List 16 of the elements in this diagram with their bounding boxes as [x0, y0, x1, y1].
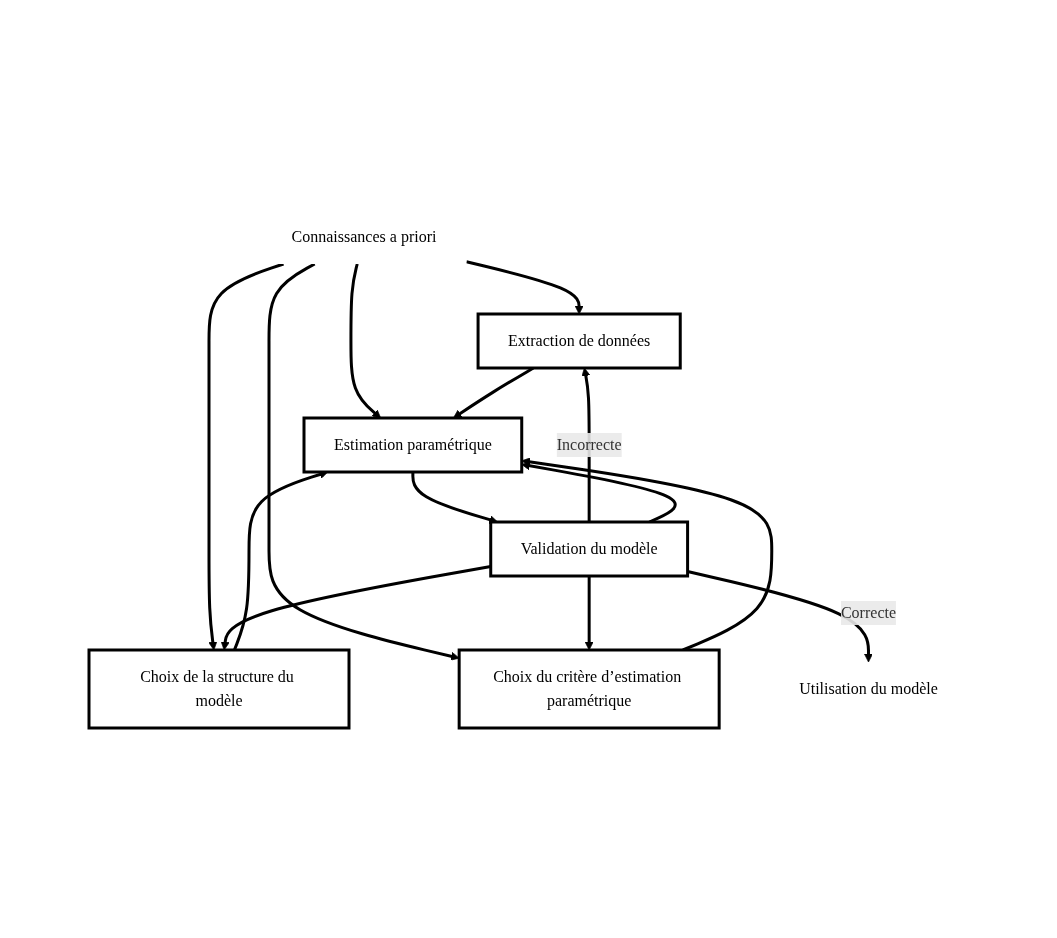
arrow [411, 472, 499, 524]
arrow [207, 262, 285, 651]
node-box: Choix du critère d’estimation paramétrique [457, 648, 721, 730]
arrow [687, 570, 873, 663]
node-text: Connaissances a priori [291, 228, 437, 245]
node-text: Utilisation du modèle [799, 680, 938, 697]
edge-label: Incorrecte [556, 436, 622, 453]
edge-label: Correcte [841, 604, 897, 621]
node-box: Estimation paramétrique [302, 416, 524, 474]
arrow [466, 260, 584, 315]
arrow [349, 263, 382, 419]
arrow [267, 262, 460, 661]
node-box: Extraction de données [476, 312, 682, 370]
node-box: Validation du modèle [489, 520, 690, 578]
node-box: Choix de la structure du modèle [87, 648, 351, 730]
arrow [584, 576, 594, 651]
